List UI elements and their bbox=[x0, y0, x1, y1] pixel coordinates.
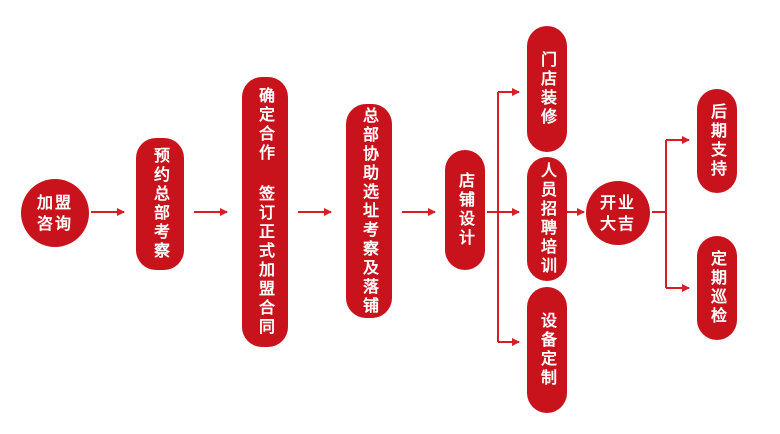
node-grand-opening-label: 开业大吉 bbox=[599, 193, 636, 233]
node-equipment-customization: 设备定制 bbox=[527, 287, 567, 413]
node-staff-recruitment: 人员招聘培训 bbox=[527, 157, 567, 281]
node-grand-opening: 开业大吉 bbox=[586, 181, 650, 245]
node-visit-hq: 预约总部考察 bbox=[136, 138, 184, 270]
node-join-inquiry: 加盟咨询 bbox=[21, 179, 89, 247]
node-store-renovation: 门店装修 bbox=[527, 26, 567, 152]
node-site-selection: 总部协助选址考察及落铺 bbox=[346, 104, 392, 318]
node-follow-up-support: 后期支持 bbox=[697, 89, 737, 193]
node-join-inquiry-label: 加盟咨询 bbox=[36, 193, 73, 233]
node-regular-inspection: 定期巡检 bbox=[697, 236, 737, 340]
node-sign-contract: 确定合作 签订正式加盟合同 bbox=[242, 77, 288, 347]
node-store-design: 店铺设计 bbox=[445, 150, 485, 270]
